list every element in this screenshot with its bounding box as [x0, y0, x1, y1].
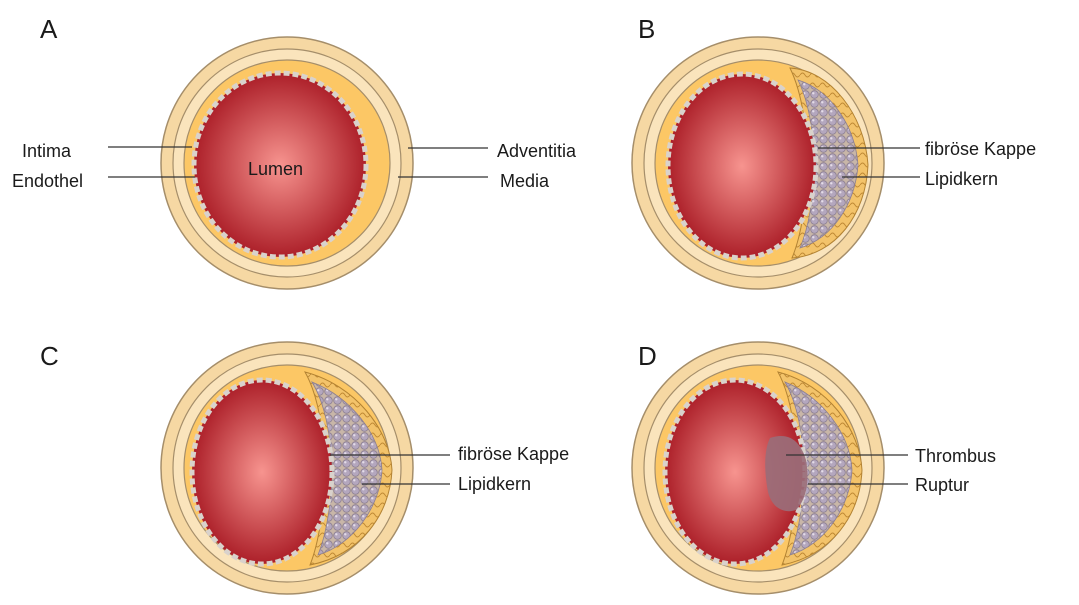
lumen	[192, 380, 332, 564]
panel-b: B fibröse Kappe Lipidkern	[632, 14, 1036, 289]
panel-letter-c: C	[40, 341, 59, 371]
fibrous-cap-label: fibröse Kappe	[458, 444, 569, 464]
intima-label: Intima	[22, 141, 72, 161]
fibrous-cap-label: fibröse Kappe	[925, 139, 1036, 159]
panel-c: C fibröse Kappe Lipidkern	[40, 341, 569, 594]
artery-cross-section-d	[632, 342, 884, 594]
lipid-core-label: Lipidkern	[458, 474, 531, 494]
artery-cross-section-b	[632, 37, 884, 289]
panel-a: A Lumen Intima Endothel Adventitia Media	[12, 14, 577, 289]
thrombus-label: Thrombus	[915, 446, 996, 466]
panel-letter-a: A	[40, 14, 58, 44]
panel-d: D Thrombus Ruptur	[632, 341, 996, 594]
media-label: Media	[500, 171, 550, 191]
lipid-core-label: Lipidkern	[925, 169, 998, 189]
adventitia-label: Adventitia	[497, 141, 577, 161]
lumen-label: Lumen	[248, 159, 303, 179]
rupture-label: Ruptur	[915, 475, 969, 495]
lumen	[668, 74, 816, 258]
panel-letter-b: B	[638, 14, 655, 44]
artery-cross-section-c	[161, 342, 413, 594]
endothel-label: Endothel	[12, 171, 83, 191]
panel-letter-d: D	[638, 341, 657, 371]
